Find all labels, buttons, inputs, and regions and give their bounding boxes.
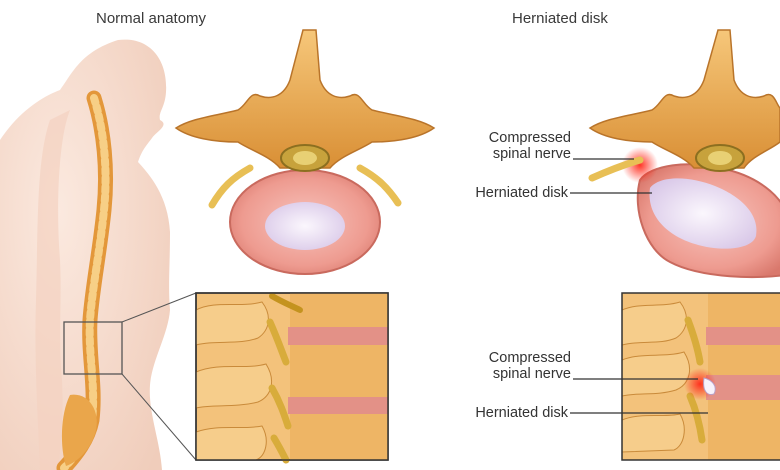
bottom-herniated-disk-text: Herniated disk [475,405,568,421]
body-silhouette [0,39,170,470]
top-compressed-nerve-line2: spinal nerve [492,146,571,162]
normal-anatomy-title: Normal anatomy [96,10,207,27]
top-compressed-nerve-line1: Compressed [488,130,571,146]
spine-column [56,90,114,470]
herniated-spine-side-zoom [621,292,780,461]
normal-vertebra-top-view [174,29,436,275]
bottom-compressed-nerve-line2: spinal nerve [492,366,571,382]
top-compressed-nerve-label: Compressed spinal nerve [489,130,571,162]
spine-highlight-box [63,321,123,375]
herniated-disk-title: Herniated disk [512,10,608,27]
bottom-herniated-disk-label: Herniated disk [475,405,568,421]
normal-spine-side-zoom [195,292,389,464]
herniated-vertebra-top-view [588,29,780,279]
bottom-compressed-nerve-label: Compressed spinal nerve [489,350,571,382]
top-herniated-disk-label: Herniated disk [475,185,568,201]
top-herniated-disk-text: Herniated disk [475,185,568,201]
leader-lines [570,158,708,414]
zoom-line-bottom [121,373,197,461]
bottom-compressed-nerve-line1: Compressed [488,350,571,366]
zoom-line-top [121,292,197,323]
